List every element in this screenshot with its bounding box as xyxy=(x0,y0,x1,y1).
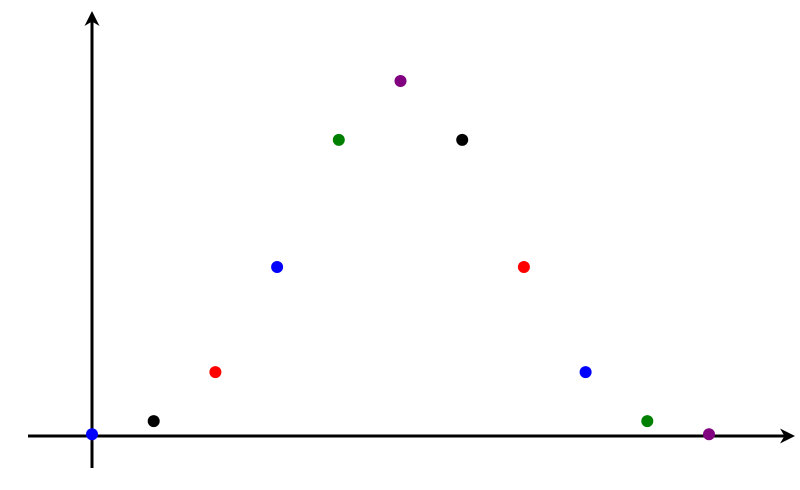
data-point-6 xyxy=(456,133,469,146)
data-point-9 xyxy=(641,415,654,428)
data-point-4 xyxy=(332,133,345,146)
data-point-1 xyxy=(147,415,160,428)
data-point-3 xyxy=(271,261,284,274)
data-point-5 xyxy=(394,75,407,87)
data-point-7 xyxy=(517,261,530,274)
data-point-2 xyxy=(209,366,222,379)
data-points xyxy=(86,75,715,441)
data-point-0 xyxy=(86,428,98,441)
data-point-8 xyxy=(579,366,592,379)
data-point-10 xyxy=(703,428,715,441)
